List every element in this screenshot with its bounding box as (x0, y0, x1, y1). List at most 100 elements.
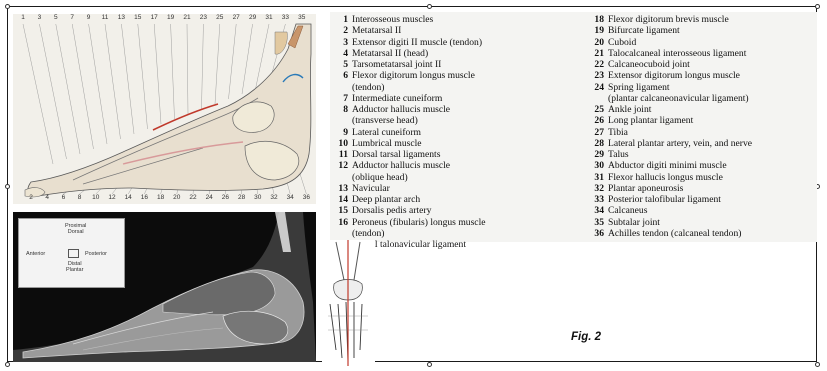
legend-item: 12 Adductor hallucis muscle (332, 160, 450, 171)
drawing-label-number: 4 (45, 194, 49, 201)
legend-number: 12 (332, 160, 348, 171)
legend-label-continued: (tendon) (352, 228, 385, 239)
legend-number: 21 (588, 48, 604, 59)
legend-number: 28 (588, 138, 604, 149)
foot-sagittal-illustration (13, 14, 316, 204)
legend-label-continued: (tendon) (352, 82, 385, 93)
drawing-label-number: 34 (287, 194, 294, 201)
resize-handle[interactable] (5, 362, 10, 367)
legend-item: (tendon) (332, 228, 385, 239)
legend-number: 36 (588, 228, 604, 239)
orientation-anterior: Anterior (26, 251, 45, 257)
drawing-label-number: 12 (108, 194, 115, 201)
legend-label: Dorsal tarsal ligaments (352, 149, 440, 160)
legend-item: 36 Achilles tendon (calcaneal tendon) (588, 228, 741, 239)
legend-number: 24 (588, 82, 604, 93)
legend-item: 27Tibia (588, 127, 628, 138)
legend-number: 13 (332, 183, 348, 194)
legend-number: 8 (332, 104, 348, 115)
legend-label: Long plantar ligament (608, 115, 693, 126)
legend-label: Plantar aponeurosis (608, 183, 683, 194)
legend-item: 1Interosseous muscles (332, 14, 433, 25)
legend-item: (oblique head) (332, 172, 408, 183)
drawing-label-number: 2 (29, 194, 33, 201)
drawing-bottom-numbers: 24681012141618202224262830323436 (13, 194, 316, 204)
resize-handle[interactable] (5, 4, 10, 9)
legend-label: Bifurcate ligament (608, 25, 680, 36)
resize-handle[interactable] (427, 362, 432, 367)
legend-number: 1 (332, 14, 348, 25)
legend-number: 15 (332, 205, 348, 216)
legend-label-continued: (oblique head) (352, 172, 408, 183)
legend-label: Metatarsal II (352, 25, 401, 36)
legend-label: Abductor digiti minimi muscle (608, 160, 727, 171)
legend-item: 29 Talus (588, 149, 629, 160)
legend-label: Lateral plantar artery, vein, and nerve (608, 138, 752, 149)
legend-number: 7 (332, 93, 348, 104)
legend-item: 15 Dorsalis pedis artery (332, 205, 431, 216)
legend-item: 13Navicular (332, 183, 390, 194)
legend-label: Peroneus (fibularis) longus muscle (352, 217, 486, 228)
legend-number: 3 (332, 37, 348, 48)
drawing-label-number: 18 (157, 194, 164, 201)
legend-item: 34 Calcaneus (588, 205, 647, 216)
legend-label: Spring ligament (608, 82, 670, 93)
resize-handle[interactable] (815, 362, 820, 367)
legend-number: 27 (588, 127, 604, 138)
resize-handle[interactable] (5, 184, 10, 189)
legend-number: 29 (588, 149, 604, 160)
drawing-label-number: 24 (206, 194, 213, 201)
legend-number: 25 (588, 104, 604, 115)
legend-number: 31 (588, 172, 604, 183)
legend-number: 30 (588, 160, 604, 171)
legend-label: Dorsalis pedis artery (352, 205, 431, 216)
legend-label: Extensor digitorum longus muscle (608, 70, 740, 81)
drawing-label-number: 16 (141, 194, 148, 201)
legend-label: Flexor digitorum brevis muscle (608, 14, 729, 25)
legend-label: Talus (608, 149, 629, 160)
legend-number: 11 (332, 149, 348, 160)
legend-number: 18 (588, 14, 604, 25)
legend-label: Achilles tendon (calcaneal tendon) (608, 228, 741, 239)
legend-number: 10 (332, 138, 348, 149)
legend-label: Flexor hallucis longus muscle (608, 172, 723, 183)
legend-number: 35 (588, 217, 604, 228)
legend-label: Metatarsal II (head) (352, 48, 428, 59)
legend-label: Calcaneus (608, 205, 647, 216)
legend-item: 25Ankle joint (588, 104, 651, 115)
legend-item: 28 Lateral plantar artery, vein, and nerv… (588, 138, 752, 149)
drawing-label-number: 32 (270, 194, 277, 201)
legend-number: 9 (332, 127, 348, 138)
legend-number: 34 (588, 205, 604, 216)
drawing-label-number: 8 (78, 194, 82, 201)
legend-number: 20 (588, 37, 604, 48)
drawing-label-number: 14 (125, 194, 132, 201)
orientation-key: Proximal Dorsal Anterior Posterior Dista… (18, 218, 125, 288)
legend-label: Posterior talofibular ligament (608, 194, 721, 205)
resize-handle[interactable] (815, 4, 820, 9)
legend-item: 16Peroneus (fibularis) longus muscle (332, 217, 486, 228)
foot-mri-image: Proximal Dorsal Anterior Posterior Dista… (13, 212, 316, 362)
resize-handle[interactable] (427, 4, 432, 9)
legend-number: 2 (332, 25, 348, 36)
legend-item: 24 Spring ligament (588, 82, 670, 93)
legend-item: (tendon) (332, 82, 385, 93)
legend-item: 2 Metatarsal II (332, 25, 401, 36)
legend-label: Cuboid (608, 37, 636, 48)
legend-label: Adductor hallucis muscle (352, 160, 450, 171)
legend-label: Tarsometatarsal joint II (352, 59, 441, 70)
legend-number: 23 (588, 70, 604, 81)
legend-number: 22 (588, 59, 604, 70)
legend-number: 6 (332, 70, 348, 81)
